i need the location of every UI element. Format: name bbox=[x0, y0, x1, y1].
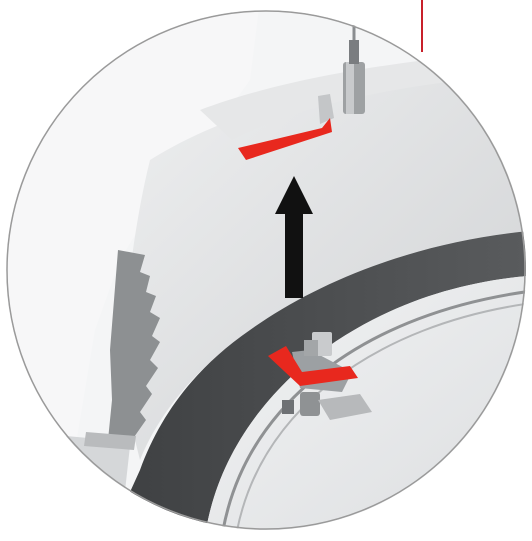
detail-illustration bbox=[0, 0, 532, 536]
cutaway-view bbox=[0, 0, 532, 536]
illustration-stage bbox=[0, 0, 532, 536]
